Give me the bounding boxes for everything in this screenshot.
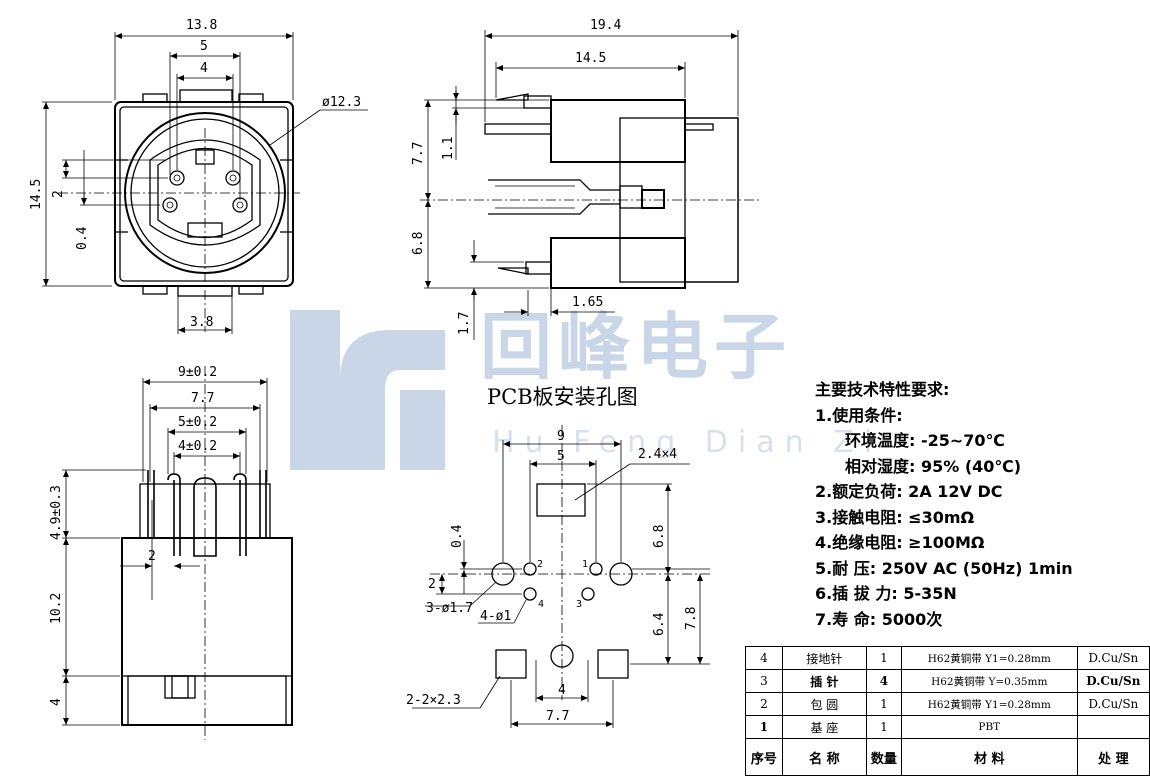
spec-item: 7.寿 命: 5000次 [815, 609, 943, 629]
bom-header-material: 材 料 [900, 738, 1078, 776]
bom-material: H62黄铜带 Y=0.35mm [900, 669, 1078, 693]
front-width-dim: 13.8 [186, 18, 217, 33]
rear-body-span-dim: 7.7 [191, 391, 214, 406]
spec-item: 5.耐 压: 250V AC (50Hz) 1min [815, 558, 1073, 578]
front-pin-offset-dim: 0.4 [75, 226, 90, 250]
pcb-inner-dim: 5 [557, 449, 565, 464]
front-diameter-dim: ø12.3 [322, 95, 361, 110]
spec-item: 4.绝缘电阻: ≥100MΩ [815, 533, 985, 552]
bom-no: 4 [745, 646, 783, 670]
front-inner-pitch-dim: 4 [200, 61, 208, 76]
side-foot-dim: 1.7 [457, 312, 472, 335]
table-row: 2 包 圆 1 H62黄铜带 Y1=0.28mm D.Cu/Sn [745, 692, 1150, 716]
side-view [420, 30, 760, 340]
bom-header-name: 名 称 [781, 738, 867, 776]
bom-header-no: 序号 [745, 738, 783, 776]
spec-requirements: 主要技术特性要求: 1.使用条件: 环境温度: -25~70℃ 相对湿度: 95… [815, 377, 1145, 632]
rear-outer-span-dim: 9±0.2 [178, 365, 217, 380]
table-row: 4 接地针 1 H62黄铜带 Y1=0.28mm D.Cu/Sn [745, 646, 1150, 670]
bom-no: 3 [745, 669, 783, 693]
pcb-offset-dim: 2 [428, 577, 436, 592]
front-view [42, 32, 368, 334]
pcb-bottom-inner-dim: 4 [558, 683, 566, 698]
pcb-right-v-dim: 6.8 [652, 525, 667, 548]
bom-header-qty: 数量 [865, 738, 902, 776]
watermark-logo [290, 310, 445, 470]
pcb-slot-dim: 2.4×4 [638, 447, 677, 462]
bom-header-finish: 处 理 [1076, 738, 1150, 776]
spec-item: 相对湿度: 95% (40℃) [845, 456, 1022, 476]
front-bottom-width-dim: 3.8 [190, 315, 213, 330]
spec-item: 2.额定负荷: 2A 12V DC [815, 482, 1003, 501]
rear-pin-height-dim: 4.9±0.3 [49, 485, 64, 540]
table-row: 1 基 座 1 PBT [745, 715, 1150, 739]
bom-qty: 1 [865, 692, 902, 716]
bom-name: 插 针 [781, 669, 867, 693]
bom-name: 基 座 [781, 715, 867, 739]
pcb-hole-label: 3 [576, 599, 582, 610]
side-foot-offset-dim: 1.65 [572, 295, 603, 310]
pcb-hole-label: 2 [537, 559, 543, 570]
rear-inner-span-dim: 4±0.2 [178, 439, 217, 454]
watermark-company: 回峰电子 [480, 305, 792, 389]
bom-finish: D.Cu/Sn [1076, 692, 1150, 716]
pcb-hole-label: 4 [538, 599, 544, 610]
rear-base-height-dim: 4 [49, 698, 64, 706]
bom-qty: 1 [865, 715, 902, 739]
pcb-outer-dim: 9 [557, 429, 565, 444]
rear-pin-span-dim: 5±0.2 [178, 415, 217, 430]
spec-title: 主要技术特性要求: [815, 380, 950, 399]
side-body-length-dim: 14.5 [575, 51, 606, 66]
pcb-hole-label: 1 [582, 559, 588, 570]
spec-item: 环境温度: -25~70℃ [845, 431, 1005, 450]
pcb-layout-title: PCB板安装孔图 [487, 385, 638, 409]
side-upper-height-dim: 7.7 [411, 142, 426, 165]
side-lower-height-dim: 6.8 [411, 232, 426, 255]
bom-qty: 4 [865, 669, 902, 693]
pcb-small-hole-dim: 4-ø1 [480, 609, 511, 624]
rear-pin-offset-dim: 2 [148, 549, 156, 564]
front-outer-pitch-dim: 5 [200, 39, 208, 54]
bill-of-materials: 4 接地针 1 H62黄铜带 Y1=0.28mm D.Cu/Sn 3 插 针 4… [745, 646, 1150, 776]
bom-finish [1076, 715, 1150, 739]
table-header-row: 序号 名 称 数量 材 料 处 理 [745, 738, 1150, 776]
pcb-upper-v-dim: 0.4 [450, 524, 465, 548]
bom-finish: D.Cu/Sn [1076, 669, 1150, 693]
pcb-lower-v-dim: 6.4 [652, 612, 667, 636]
side-total-length-dim: 19.4 [590, 18, 621, 33]
rear-body-height-dim: 10.2 [49, 593, 64, 624]
bom-name: 包 圆 [781, 692, 867, 716]
pcb-total-v-dim: 7.8 [684, 607, 699, 630]
table-row: 3 插 针 4 H62黄铜带 Y=0.35mm D.Cu/Sn [745, 669, 1150, 693]
pcb-big-hole-dim: 3-ø1.7 [426, 601, 473, 616]
spec-item: 1.使用条件: [815, 405, 903, 425]
bom-no: 2 [745, 692, 783, 716]
bom-qty: 1 [865, 646, 902, 670]
pcb-bottom-slot-dim: 2-2×2.3 [406, 693, 461, 708]
bom-material: PBT [900, 715, 1078, 739]
side-tab-dim: 1.1 [441, 137, 456, 160]
bom-no: 1 [745, 715, 783, 739]
bom-material: H62黄铜带 Y1=0.28mm [900, 692, 1078, 716]
front-height-dim: 14.5 [29, 179, 44, 210]
front-offset-dim: 2 [51, 190, 66, 198]
pcb-hole-layout [412, 425, 710, 728]
bom-name: 接地针 [781, 646, 867, 670]
bom-material: H62黄铜带 Y1=0.28mm [900, 646, 1078, 670]
bom-finish: D.Cu/Sn [1076, 646, 1150, 670]
spec-item: 3.接触电阻: ≤30mΩ [815, 507, 975, 527]
pcb-bottom-outer-dim: 7.7 [546, 709, 569, 724]
spec-item: 6.插 拔 力: 5-35N [815, 584, 957, 603]
rear-view [62, 366, 293, 740]
